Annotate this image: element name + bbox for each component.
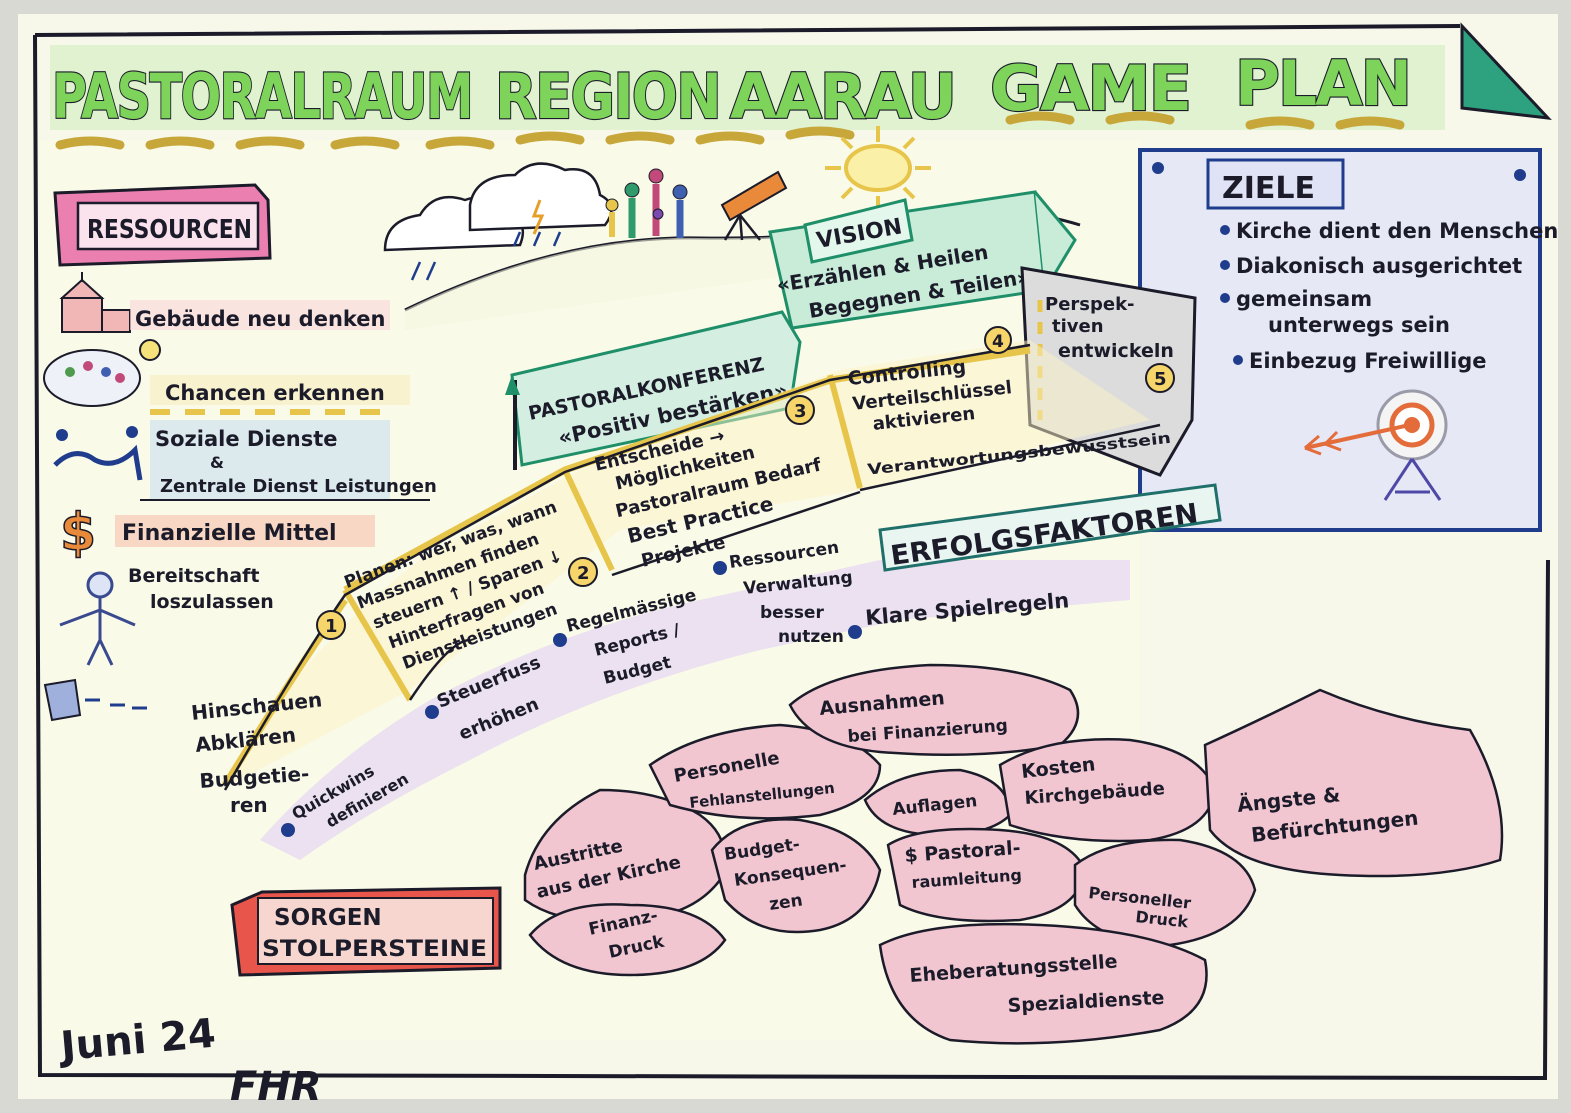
title-word-2: REGION: [495, 60, 720, 133]
step-number-badge: [1145, 363, 1175, 393]
target-icon: [1376, 389, 1448, 501]
stone-line: zen: [768, 890, 804, 914]
ziele-box: [1138, 148, 1542, 532]
erfolgsfaktoren-section: ERFOLGSFAKTOREN Quickwins definieren Ste…: [260, 483, 1222, 860]
step-number: 5: [1154, 369, 1167, 390]
title-underline-dashes: [55, 111, 1405, 150]
title-word-3: AARAU: [730, 60, 955, 133]
erfolgsfaktor-line: nutzen: [778, 627, 844, 647]
sorgen-heading-box: [257, 897, 494, 965]
ziele-item: Kirche dient den Menschen: [1236, 219, 1558, 243]
sorgen-heading: STOLPERSTEINE: [262, 937, 487, 962]
ziele-item: unterwegs sein: [1268, 313, 1450, 337]
person-icon: [59, 571, 136, 666]
step-number: 3: [794, 401, 807, 422]
family-icon: [605, 168, 688, 238]
ressourcen-item: Soziale Dienste: [155, 427, 338, 451]
title-highlight: [50, 45, 1445, 130]
step-line: Perspek-: [1045, 294, 1135, 315]
step-number: 4: [992, 332, 1004, 352]
ressourcen-item: Chancen erkennen: [165, 381, 385, 405]
title-word-1: PASTORALRAUM: [52, 60, 472, 133]
ziele-panel: ZIELE Kirche dient den Menschen Diakonis…: [1138, 148, 1558, 532]
step-number-badge: [316, 610, 346, 640]
telescope-icon: [720, 170, 788, 241]
dollar-icon: $: [60, 503, 96, 563]
helpers-icon: [53, 426, 143, 481]
step-line: entwickeln: [1058, 340, 1174, 362]
footer-signature: FHR: [230, 1064, 322, 1109]
ressourcen-item: loszulassen: [150, 591, 274, 613]
ziele-item: Einbezug Freiwillige: [1249, 349, 1487, 373]
ressourcen-item: Bereitschaft: [128, 565, 260, 587]
step-line: ren: [230, 793, 268, 817]
step-number: 2: [577, 563, 590, 584]
bucket-icon: [43, 678, 147, 722]
ressourcen-heading: RESSOURCEN: [87, 215, 252, 245]
erfolgsfaktoren-heading-box: [878, 483, 1222, 572]
pastoralkonferenz-body: [510, 310, 802, 467]
ressourcen-section: RESSOURCEN Gebäude neu denken Chancen er…: [43, 183, 437, 722]
erfolgsfaktor-line: besser: [760, 603, 824, 623]
people-idea-icon: [43, 339, 161, 407]
step-number-badge: [984, 326, 1012, 354]
ressourcen-item: &: [210, 453, 224, 472]
step-number-badge: [568, 557, 598, 587]
step-number-badge: [785, 395, 815, 425]
ziele-list: Kirche dient den Menschen Diakonisch aus…: [1220, 219, 1558, 373]
ressourcen-item: Gebäude neu denken: [135, 307, 386, 331]
ziele-heading-box: [1206, 158, 1345, 210]
folded-corner: [1460, 22, 1552, 120]
ressourcen-item: Finanzielle Mittel: [122, 521, 337, 546]
ziele-heading: ZIELE: [1222, 171, 1315, 206]
cloud-rain-icon: [383, 162, 613, 281]
step-5: Perspek- tiven entwickeln 5: [1045, 294, 1175, 393]
church-icon: [59, 272, 131, 333]
ziele-item: gemeinsam: [1236, 287, 1372, 311]
ressourcen-item: Zentrale Dienst Leistungen: [160, 476, 437, 497]
title: PASTORALRAUM REGION AARAU GAME PLAN: [50, 45, 1445, 150]
title-word-5: PLAN: [1235, 47, 1410, 120]
frame-lines: [33, 24, 1550, 1081]
dart-icon: [1304, 424, 1406, 456]
stone-shapes: [523, 663, 1504, 1045]
ziele-item: Diakonisch ausgerichtet: [1236, 254, 1522, 278]
sorgen-section: SORGEN STOLPERSTEINE Austritte aus der K…: [230, 663, 1504, 1045]
sorgen-heading: SORGEN: [274, 905, 382, 931]
step-number: 1: [325, 616, 338, 637]
ressourcen-heading-box: [76, 201, 260, 251]
step-line: tiven: [1052, 316, 1104, 337]
